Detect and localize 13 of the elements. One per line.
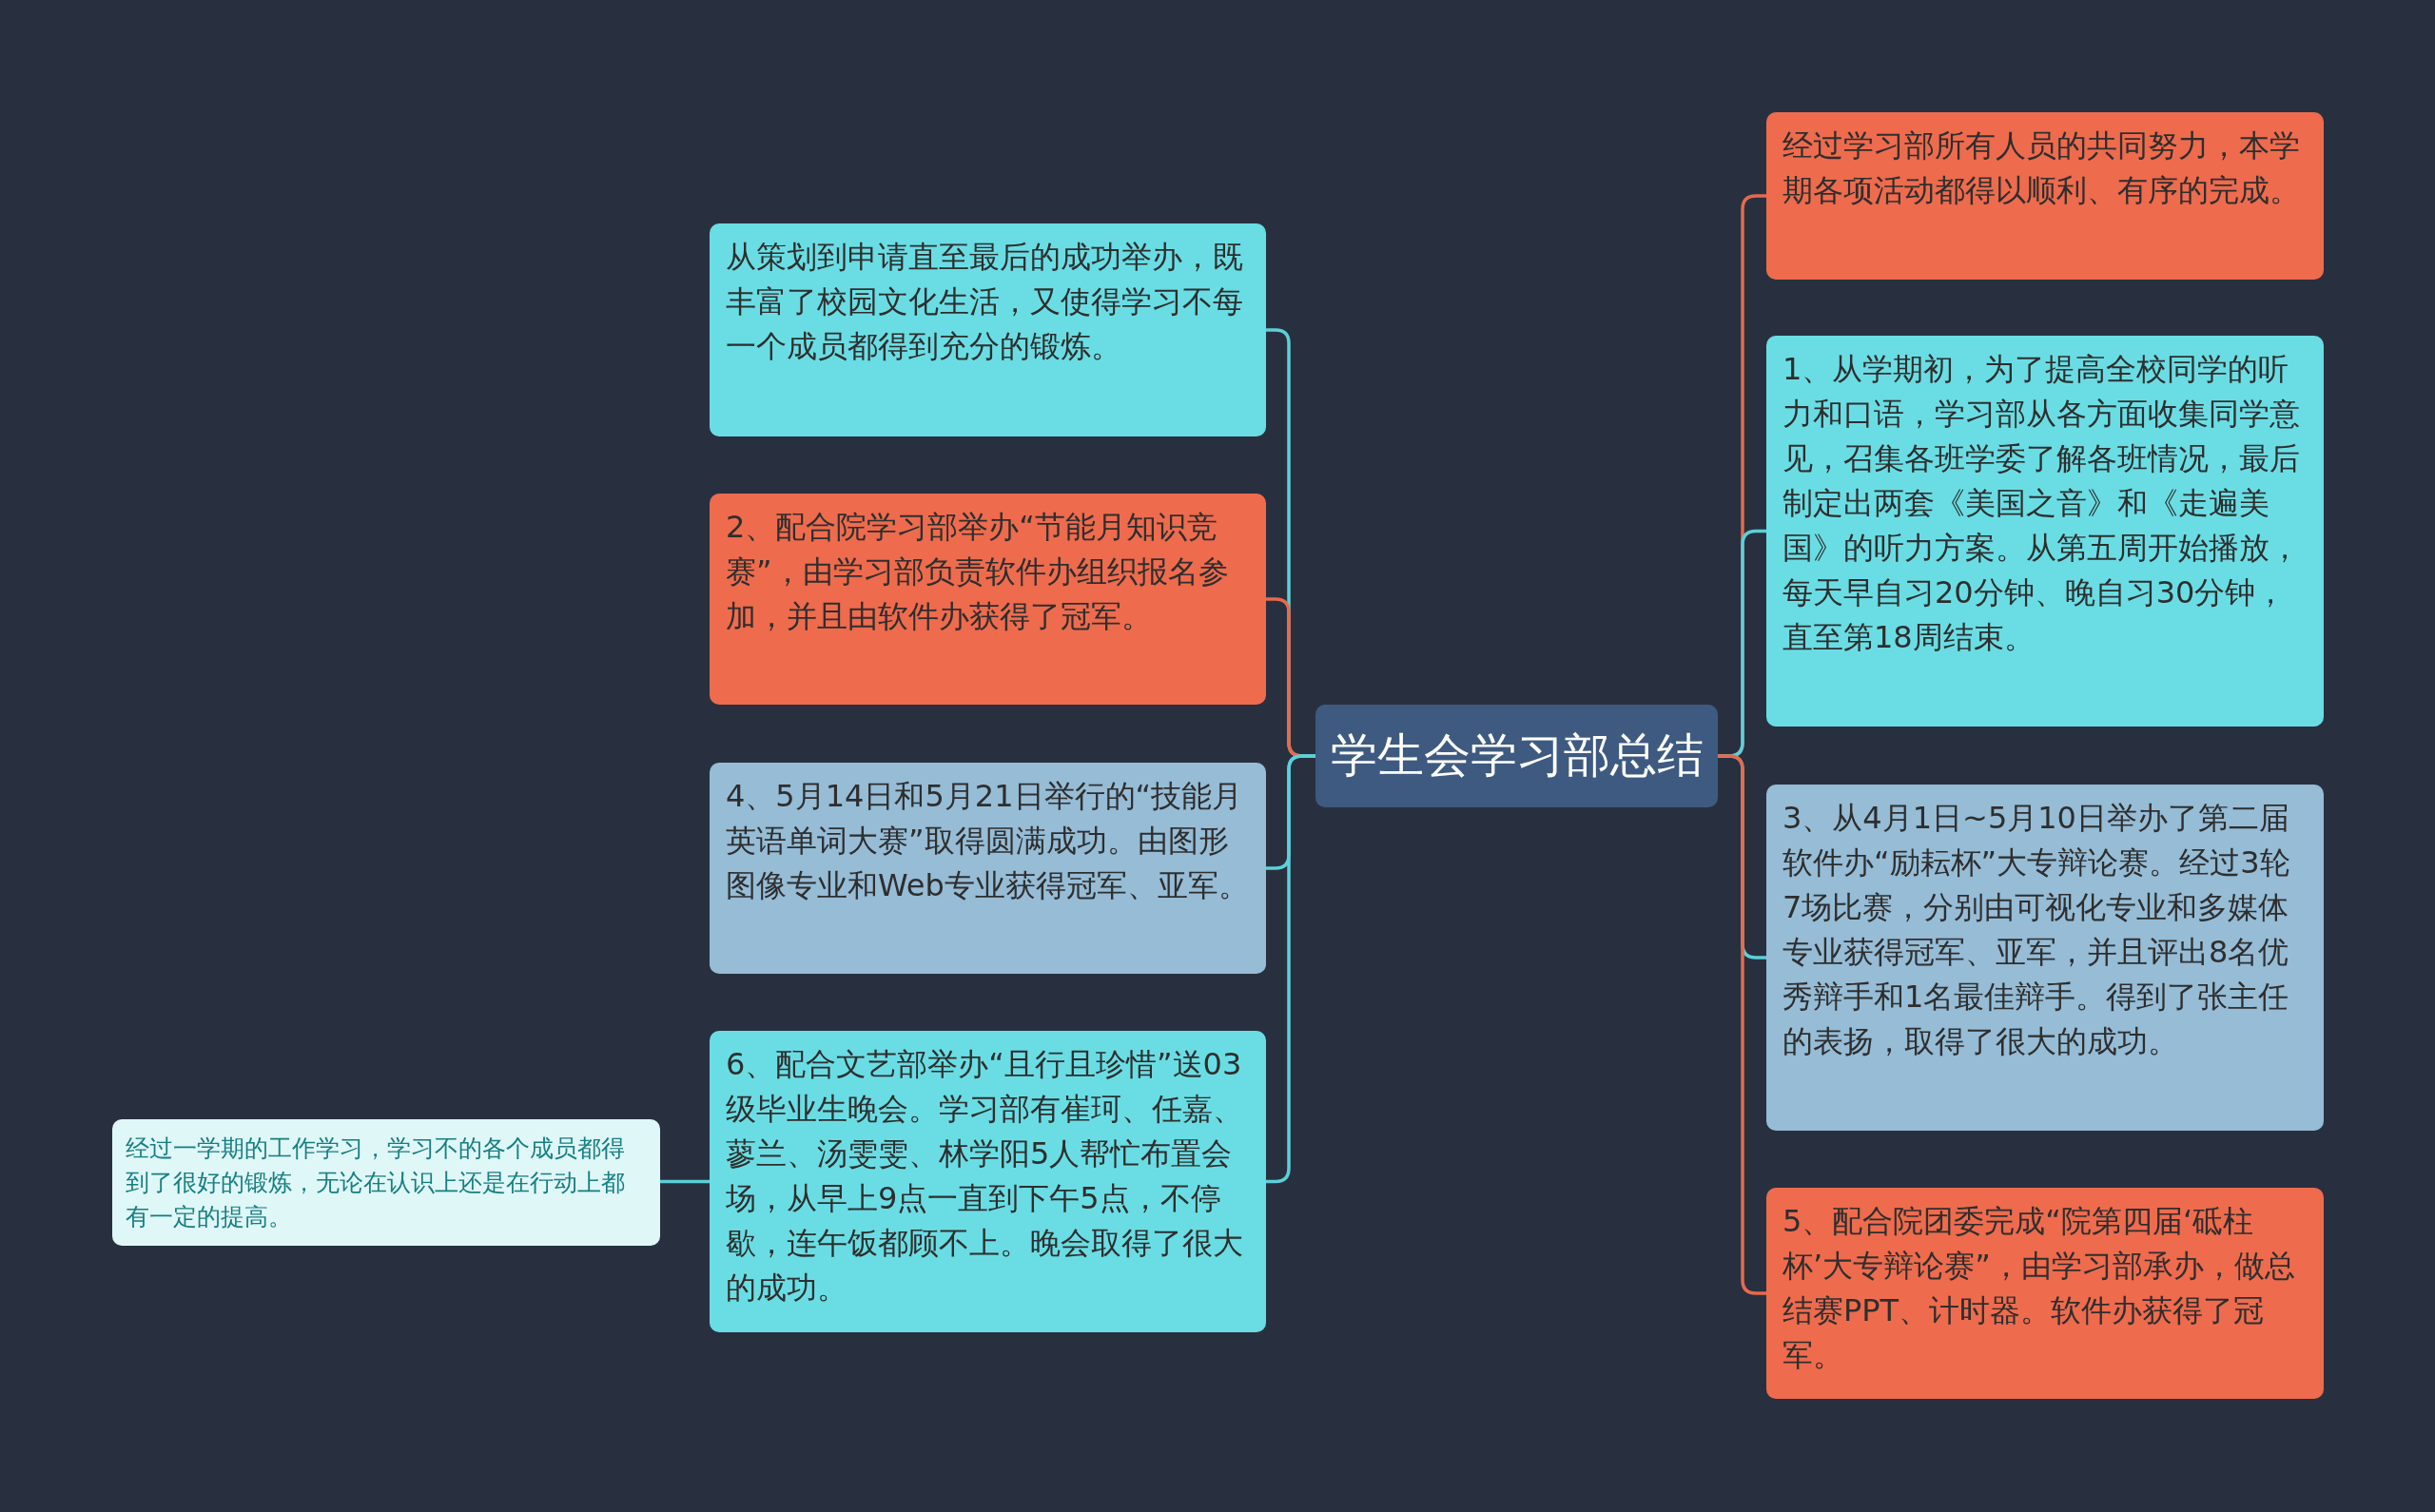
central-topic-box: 学生会学习部总结 [1315,705,1718,807]
connector-line [1266,754,1315,1184]
topic-box: 6、配合文艺部举办“且行且珍惜”送03级毕业生晚会。学习部有崔珂、任嘉、蓼兰、汤雯雯、林学阳5人帮忙布置会场，从早上9点一直到下午5点，不停歇，连午饭都顾不上。晚会取得了很大的成功。 [710,1031,1266,1332]
topic-box: 经过学习部所有人员的共同努力，本学期各项活动都得以顺利、有序的完成。 [1766,112,2324,280]
topic-box: 1、从学期初，为了提高全校同学的听力和口语，学习部从各方面收集同学意见，召集各班学委了解各班情况，最后制定出两套《美国之音》和《走遍美国》的听力方案。从第五周开始播放，每天早自习20分钟、晚自习30分钟，直至第18周结束。 [1766,336,2324,727]
topic-box: 从策划到申请直至最后的成功举办，既丰富了校园文化生活，又使得学习不每一个成员都得到充分的锻炼。 [710,223,1266,436]
topic-box: 经过一学期的工作学习，学习不的各个成员都得到了很好的锻炼，无论在认识上还是在行动上都有一定的提高。 [112,1119,660,1246]
topic-box: 2、配合院学习部举办“节能月知识竞赛”，由学习部负责软件办组织报名参加，并且由软件办获得了冠军。 [710,494,1266,705]
connector-line [660,1179,710,1184]
connector-line [1718,754,1766,1295]
topic-box: 4、5月14日和5月21日举行的“技能月英语单词大赛”取得圆满成功。由图形图像专业和Web专业获得冠军、亚军。 [710,763,1266,974]
topic-box: 5、配合院团委完成“院第四届‘砥柱杯’大专辩论赛”，由学习部承办，做总结赛PPT、计时器。软件办获得了冠军。 [1766,1188,2324,1399]
topic-box: 3、从4月1日~5月10日举办了第二届软件办“励耘杯”大专辩论赛。经过3轮7场比赛，分别由可视化专业和多媒体专业获得冠军、亚军，并且评出8名优秀辩手和1名最佳辩手。得到了张主任的表扬，取得了很大的成功。 [1766,785,2324,1131]
